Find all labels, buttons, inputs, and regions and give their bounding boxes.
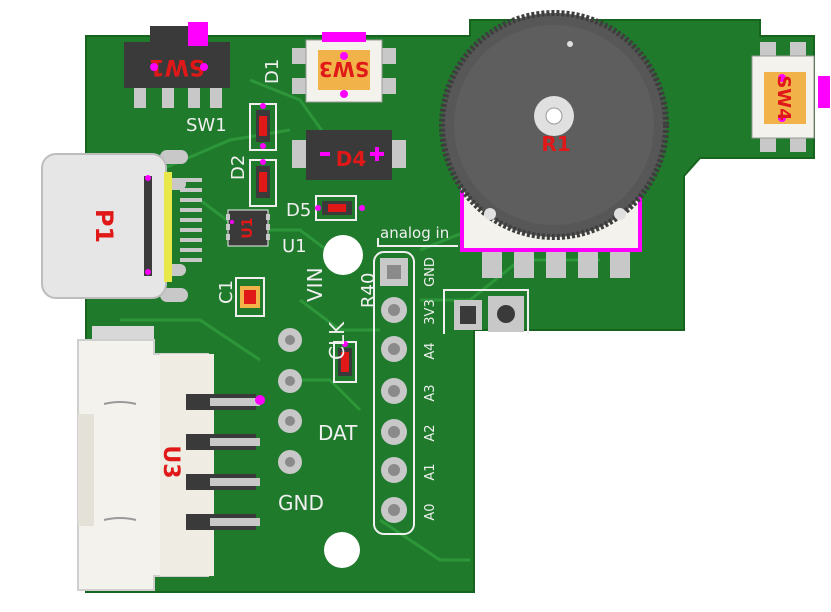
gnd-label: GND [278, 491, 324, 515]
test-pads [443, 289, 529, 334]
u1-chip: U1 [226, 209, 270, 247]
d5-ref: D5 [286, 200, 311, 221]
d5-diode: D5 [286, 195, 365, 221]
sw4-switch: SW4 [751, 42, 830, 152]
p1-ref: P1 [90, 209, 118, 243]
d4-ref: D4 [336, 147, 367, 171]
mounting-hole-top [323, 235, 363, 275]
analog-pin-label: 3V3 [423, 299, 438, 324]
d2-diode: D2 [228, 155, 277, 207]
r1-ref: R1 [541, 132, 570, 156]
analog-pin-label: A1 [423, 463, 438, 480]
analog-pin-label: A0 [423, 503, 438, 520]
r1-potentiometer: R1 [439, 10, 669, 278]
analog-pin-label: GND [423, 257, 438, 287]
analog-header-title: analog in [380, 224, 449, 242]
analog-pin-label: A3 [423, 384, 438, 401]
clk-label: CLK [325, 321, 349, 360]
analog-pin-label: A2 [423, 424, 438, 441]
sw1-switch: SW1 [124, 22, 230, 108]
sw4-ref: SW4 [773, 75, 794, 120]
sw1-body-ref: SW1 [149, 54, 204, 79]
vin-label: VIN [303, 267, 327, 302]
power-data-pads [278, 328, 302, 474]
mounting-hole-bottom [324, 532, 360, 568]
analog-pin-label: A4 [423, 342, 438, 359]
sw3-ref: SW3 [319, 57, 369, 81]
d2-ref: D2 [228, 155, 249, 180]
sw3-switch: SW3 [292, 32, 396, 103]
dat-label: DAT [318, 421, 358, 445]
d1-ref: D1 [262, 59, 283, 84]
u3-ref: U3 [158, 445, 183, 478]
p1-usb-c-connector: P1 [41, 150, 202, 302]
u1-body-ref: U1 [240, 217, 256, 238]
analog-header: analog in GND 3V3 A4 A3 A2 A1 A0 [373, 224, 458, 535]
d1-diode: D1 [249, 59, 283, 151]
r40-ref: R40 [358, 273, 379, 308]
d4-diode: D4 [292, 130, 406, 180]
u1-silk-label: U1 [282, 236, 307, 257]
u3-connector: U3 [77, 326, 265, 591]
c1-ref: C1 [216, 280, 237, 304]
c1-capacitor: C1 [216, 277, 265, 317]
sw1-silk-label: SW1 [186, 115, 227, 136]
